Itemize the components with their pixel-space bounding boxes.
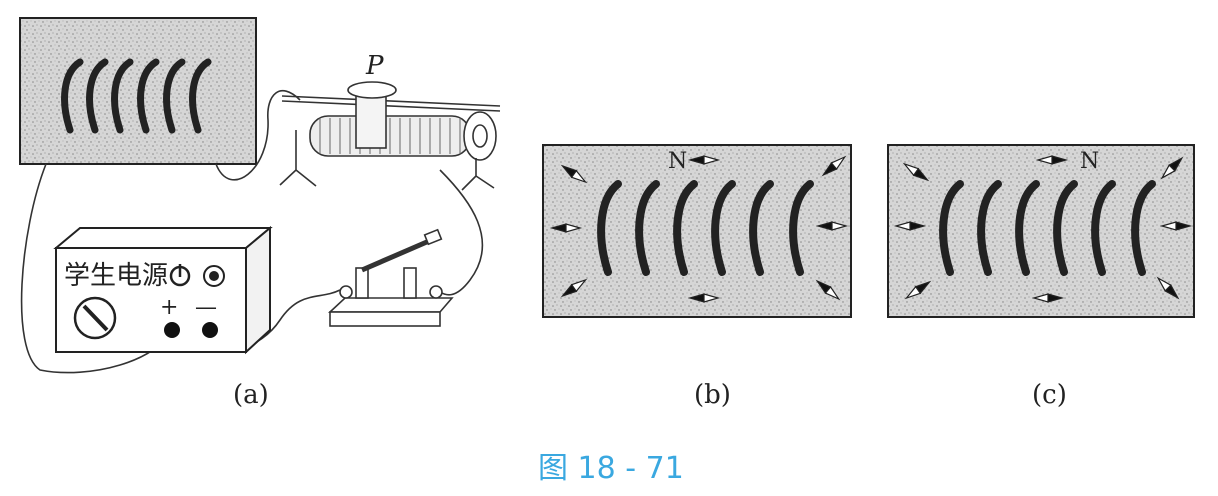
north-label-b: N — [668, 149, 687, 174]
coil-c — [939, 180, 1156, 276]
compass-needle — [902, 162, 930, 182]
plus-terminal — [164, 322, 180, 338]
compass-needle — [904, 280, 932, 300]
compass-needle — [815, 279, 841, 301]
power-supply-title: 学生电源 — [64, 261, 168, 291]
label-b: (b) — [694, 380, 731, 410]
compass-needle — [1035, 155, 1069, 165]
coil-b — [597, 180, 814, 276]
compass-needle — [1031, 293, 1065, 303]
rheostat — [279, 81, 501, 191]
compass-needle — [549, 223, 583, 233]
panel-b: N (b) — [542, 144, 852, 410]
compass-needle — [1156, 276, 1180, 300]
panel-c: N (c) — [887, 144, 1195, 410]
knife-switch — [327, 228, 454, 327]
compass-needle — [687, 155, 721, 165]
north-label-c: N — [1080, 149, 1099, 174]
compass-needles-b — [549, 155, 849, 303]
label-a: (a) — [233, 380, 269, 410]
slider-label-p: P — [365, 51, 384, 81]
panel-a: P 学生电源 + — — [19, 17, 501, 410]
minus-terminal — [202, 322, 218, 338]
power-supply: 学生电源 + — — [53, 225, 273, 355]
compass-needle — [893, 221, 927, 231]
compass-needle — [560, 278, 588, 298]
power-icon — [169, 264, 191, 287]
figure-caption: 图 18 - 71 — [538, 451, 684, 486]
indicator-icon — [203, 265, 225, 287]
label-c: (c) — [1032, 380, 1067, 410]
compass-needle — [1159, 221, 1193, 231]
minus-label: — — [195, 295, 217, 320]
knob-icon — [73, 296, 117, 340]
compass-needle — [821, 155, 847, 177]
coil-photo-b — [542, 144, 852, 318]
compass-needles-c — [893, 155, 1193, 303]
coil-photo-a — [19, 17, 257, 165]
compass-needle — [1160, 156, 1184, 180]
coil-photo-c — [887, 144, 1195, 318]
plus-label: + — [160, 295, 178, 320]
compass-needle — [560, 164, 588, 184]
compass-needle — [687, 293, 721, 303]
circuit-wires — [20, 89, 484, 374]
compass-needle — [815, 221, 849, 231]
